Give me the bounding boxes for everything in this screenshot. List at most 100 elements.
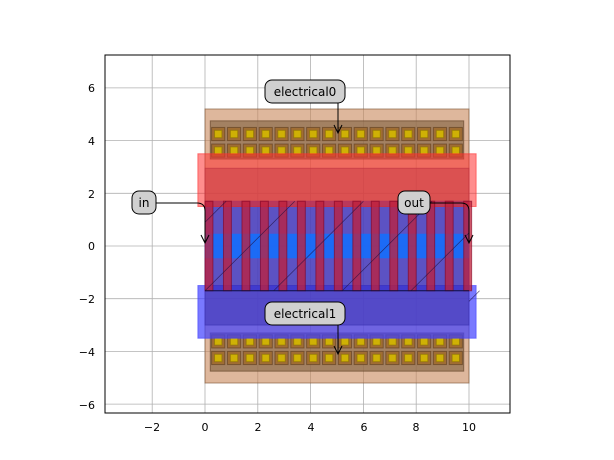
gate-finger [444, 200, 454, 292]
hatch-line [342, 200, 433, 292]
contact-metal [388, 337, 397, 346]
gate-finger [315, 200, 325, 292]
y-tick-label: 4 [88, 135, 95, 148]
contact-metal [229, 129, 239, 139]
contact-metal [372, 129, 381, 139]
x-tick-label: 8 [413, 421, 420, 434]
contact-metal [388, 353, 397, 363]
hatch-line [410, 232, 470, 292]
contact-metal [293, 353, 302, 363]
hatch-line [468, 290, 480, 302]
hatch-line [273, 200, 364, 292]
port-label-in: in [139, 196, 150, 210]
contact-metal [229, 353, 239, 363]
contact-metal [261, 353, 270, 363]
contact-metal [340, 129, 350, 139]
contact-metal [309, 337, 318, 346]
x-tick-label: 2 [255, 421, 262, 434]
hatch-line [204, 200, 227, 223]
contact-metal [388, 129, 397, 139]
gate-finger [426, 200, 436, 292]
contact-metal [261, 337, 270, 346]
contact-metal [451, 353, 460, 363]
contact-metal [404, 337, 413, 346]
x-tick-label: 10 [462, 421, 476, 434]
contact-metal [340, 337, 350, 346]
contact-metal [372, 337, 381, 346]
contact-metal [245, 129, 255, 139]
label-box-electrical1 [264, 301, 346, 326]
contact-metal [372, 146, 381, 155]
port-label-out: out [404, 196, 424, 210]
contact-metal [229, 146, 239, 155]
contact-metal [214, 129, 223, 139]
contact-metal [324, 129, 334, 139]
contact-metal [340, 146, 350, 155]
x-tick-label: 0 [202, 421, 209, 434]
label-box-electrical0 [264, 79, 346, 104]
contact-metal [435, 146, 445, 155]
y-tick-label: 2 [88, 188, 95, 201]
arrow-out [430, 202, 470, 242]
contact-metal [388, 146, 397, 155]
contact-metal [261, 129, 270, 139]
tick-labels: −2 0 2 4 6 8 10 6 4 2 0 −2 −4 −6 [79, 82, 476, 434]
gate-finger [352, 200, 362, 292]
y-tick-label: −6 [79, 399, 95, 412]
contact-metal [277, 337, 286, 346]
contact-metal [419, 129, 429, 139]
gate-finger [222, 200, 232, 292]
contact-metal [277, 146, 286, 155]
contact-metal [214, 337, 223, 346]
contact-metal [229, 337, 239, 346]
x-tick-label: 4 [308, 421, 315, 434]
contact-metal [245, 337, 255, 346]
gate-finger [463, 200, 473, 292]
contact-metal [277, 129, 286, 139]
port-annotations: electrical0 electrical1 in out [131, 79, 474, 356]
contact-metal [356, 337, 365, 346]
gate-finger [296, 200, 306, 292]
contact-metal [435, 129, 445, 139]
contact-metal [419, 353, 429, 363]
y-tick-label: 0 [88, 240, 95, 253]
contact-metal [309, 146, 318, 155]
contact-metal [356, 146, 365, 155]
contact-metal [324, 337, 334, 346]
contact-metal [214, 146, 223, 155]
contact-metal [261, 146, 270, 155]
hatch-line [204, 200, 296, 292]
contact-metal [404, 146, 413, 155]
contact-metal [293, 129, 302, 139]
label-box-in [131, 190, 157, 215]
contact-metal [372, 353, 381, 363]
contact-metal [309, 353, 318, 363]
contact-metal [324, 353, 334, 363]
contact-metal [293, 337, 302, 346]
y-tick-label: 6 [88, 82, 95, 95]
y-tick-label: −2 [79, 293, 95, 306]
port-label-electrical0: electrical0 [274, 85, 337, 99]
gate-finger [333, 200, 343, 292]
gate-finger [259, 200, 269, 292]
gate-finger [389, 200, 399, 292]
arrowhead-icon [333, 124, 343, 135]
arrowhead-icon [333, 345, 343, 356]
label-box-out [397, 190, 431, 215]
contact-metal [356, 353, 365, 363]
layout-shapes [197, 108, 480, 384]
contact-metal [435, 337, 445, 346]
x-tick-label: 6 [361, 421, 368, 434]
contact-metal [214, 353, 223, 363]
contact-metal [324, 146, 334, 155]
arrow-in [156, 202, 206, 242]
contact-metal [451, 337, 460, 346]
contact-metal [404, 129, 413, 139]
contact-metal [419, 337, 429, 346]
y-tick-label: −4 [79, 346, 95, 359]
contact-metal [404, 353, 413, 363]
arrowhead-icon [200, 234, 210, 245]
contact-metal [419, 146, 429, 155]
gate-finger [278, 200, 288, 292]
